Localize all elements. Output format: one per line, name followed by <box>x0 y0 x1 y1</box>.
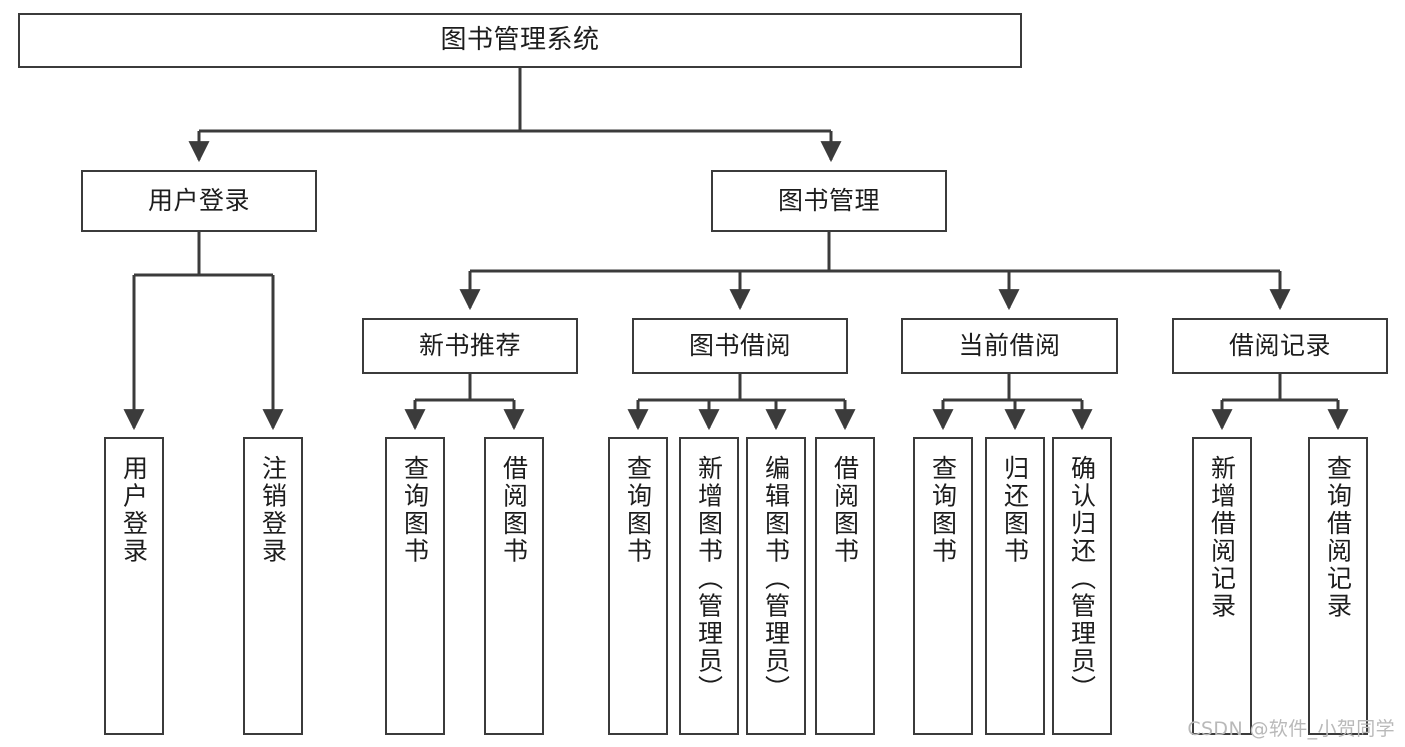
node-leaf-return-book[interactable]: 归还图书 <box>985 437 1045 735</box>
node-leaf-user-login[interactable]: 用户登录 <box>104 437 164 735</box>
node-leaf-borrow-book-a[interactable]: 借阅图书 <box>484 437 544 735</box>
node-leaf-edit-book-label: 编辑图书（管理员） <box>761 455 791 703</box>
node-leaf-add-borrow-record-label: 新增借阅记录 <box>1207 455 1237 620</box>
node-leaf-query-book-c-label: 查询图书 <box>928 455 958 565</box>
node-leaf-confirm-return[interactable]: 确认归还（管理员） <box>1052 437 1112 735</box>
node-leaf-edit-book[interactable]: 编辑图书（管理员） <box>746 437 806 735</box>
node-borrow-record[interactable]: 借阅记录 <box>1172 318 1388 374</box>
node-leaf-logout-login[interactable]: 注销登录 <box>243 437 303 735</box>
node-book-borrow-label: 图书借阅 <box>688 331 791 361</box>
node-leaf-add-borrow-record[interactable]: 新增借阅记录 <box>1192 437 1252 735</box>
node-leaf-query-book-a-label: 查询图书 <box>400 455 430 565</box>
node-new-book-recommend-label: 新书推荐 <box>418 331 521 361</box>
node-leaf-borrow-book-a-label: 借阅图书 <box>499 455 529 565</box>
node-user-login-label: 用户登录 <box>147 186 250 216</box>
node-leaf-return-book-label: 归还图书 <box>1000 455 1030 565</box>
node-leaf-query-borrow-record-label: 查询借阅记录 <box>1323 455 1353 620</box>
node-leaf-borrow-book-b[interactable]: 借阅图书 <box>815 437 875 735</box>
node-book-borrow[interactable]: 图书借阅 <box>632 318 848 374</box>
node-leaf-query-book-c[interactable]: 查询图书 <box>913 437 973 735</box>
node-leaf-confirm-return-label: 确认归还（管理员） <box>1067 455 1097 703</box>
node-current-borrow[interactable]: 当前借阅 <box>901 318 1118 374</box>
node-leaf-add-book[interactable]: 新增图书（管理员） <box>679 437 739 735</box>
node-leaf-query-book-b-label: 查询图书 <box>623 455 653 565</box>
node-leaf-add-book-label: 新增图书（管理员） <box>694 455 724 703</box>
node-leaf-borrow-book-b-label: 借阅图书 <box>830 455 860 565</box>
node-book-management-label: 图书管理 <box>777 186 880 216</box>
node-leaf-logout-login-label: 注销登录 <box>258 455 288 565</box>
node-leaf-query-book-a[interactable]: 查询图书 <box>385 437 445 735</box>
node-borrow-record-label: 借阅记录 <box>1228 331 1331 361</box>
watermark: CSDN @软件_小贺同学 <box>1187 718 1395 740</box>
node-new-book-recommend[interactable]: 新书推荐 <box>362 318 578 374</box>
node-root-label: 图书管理系统 <box>440 25 600 56</box>
node-current-borrow-label: 当前借阅 <box>958 331 1061 361</box>
node-user-login[interactable]: 用户登录 <box>81 170 317 232</box>
node-book-management[interactable]: 图书管理 <box>711 170 947 232</box>
node-root[interactable]: 图书管理系统 <box>18 13 1022 68</box>
node-leaf-user-login-label: 用户登录 <box>119 455 149 565</box>
node-leaf-query-book-b[interactable]: 查询图书 <box>608 437 668 735</box>
node-leaf-query-borrow-record[interactable]: 查询借阅记录 <box>1308 437 1368 735</box>
